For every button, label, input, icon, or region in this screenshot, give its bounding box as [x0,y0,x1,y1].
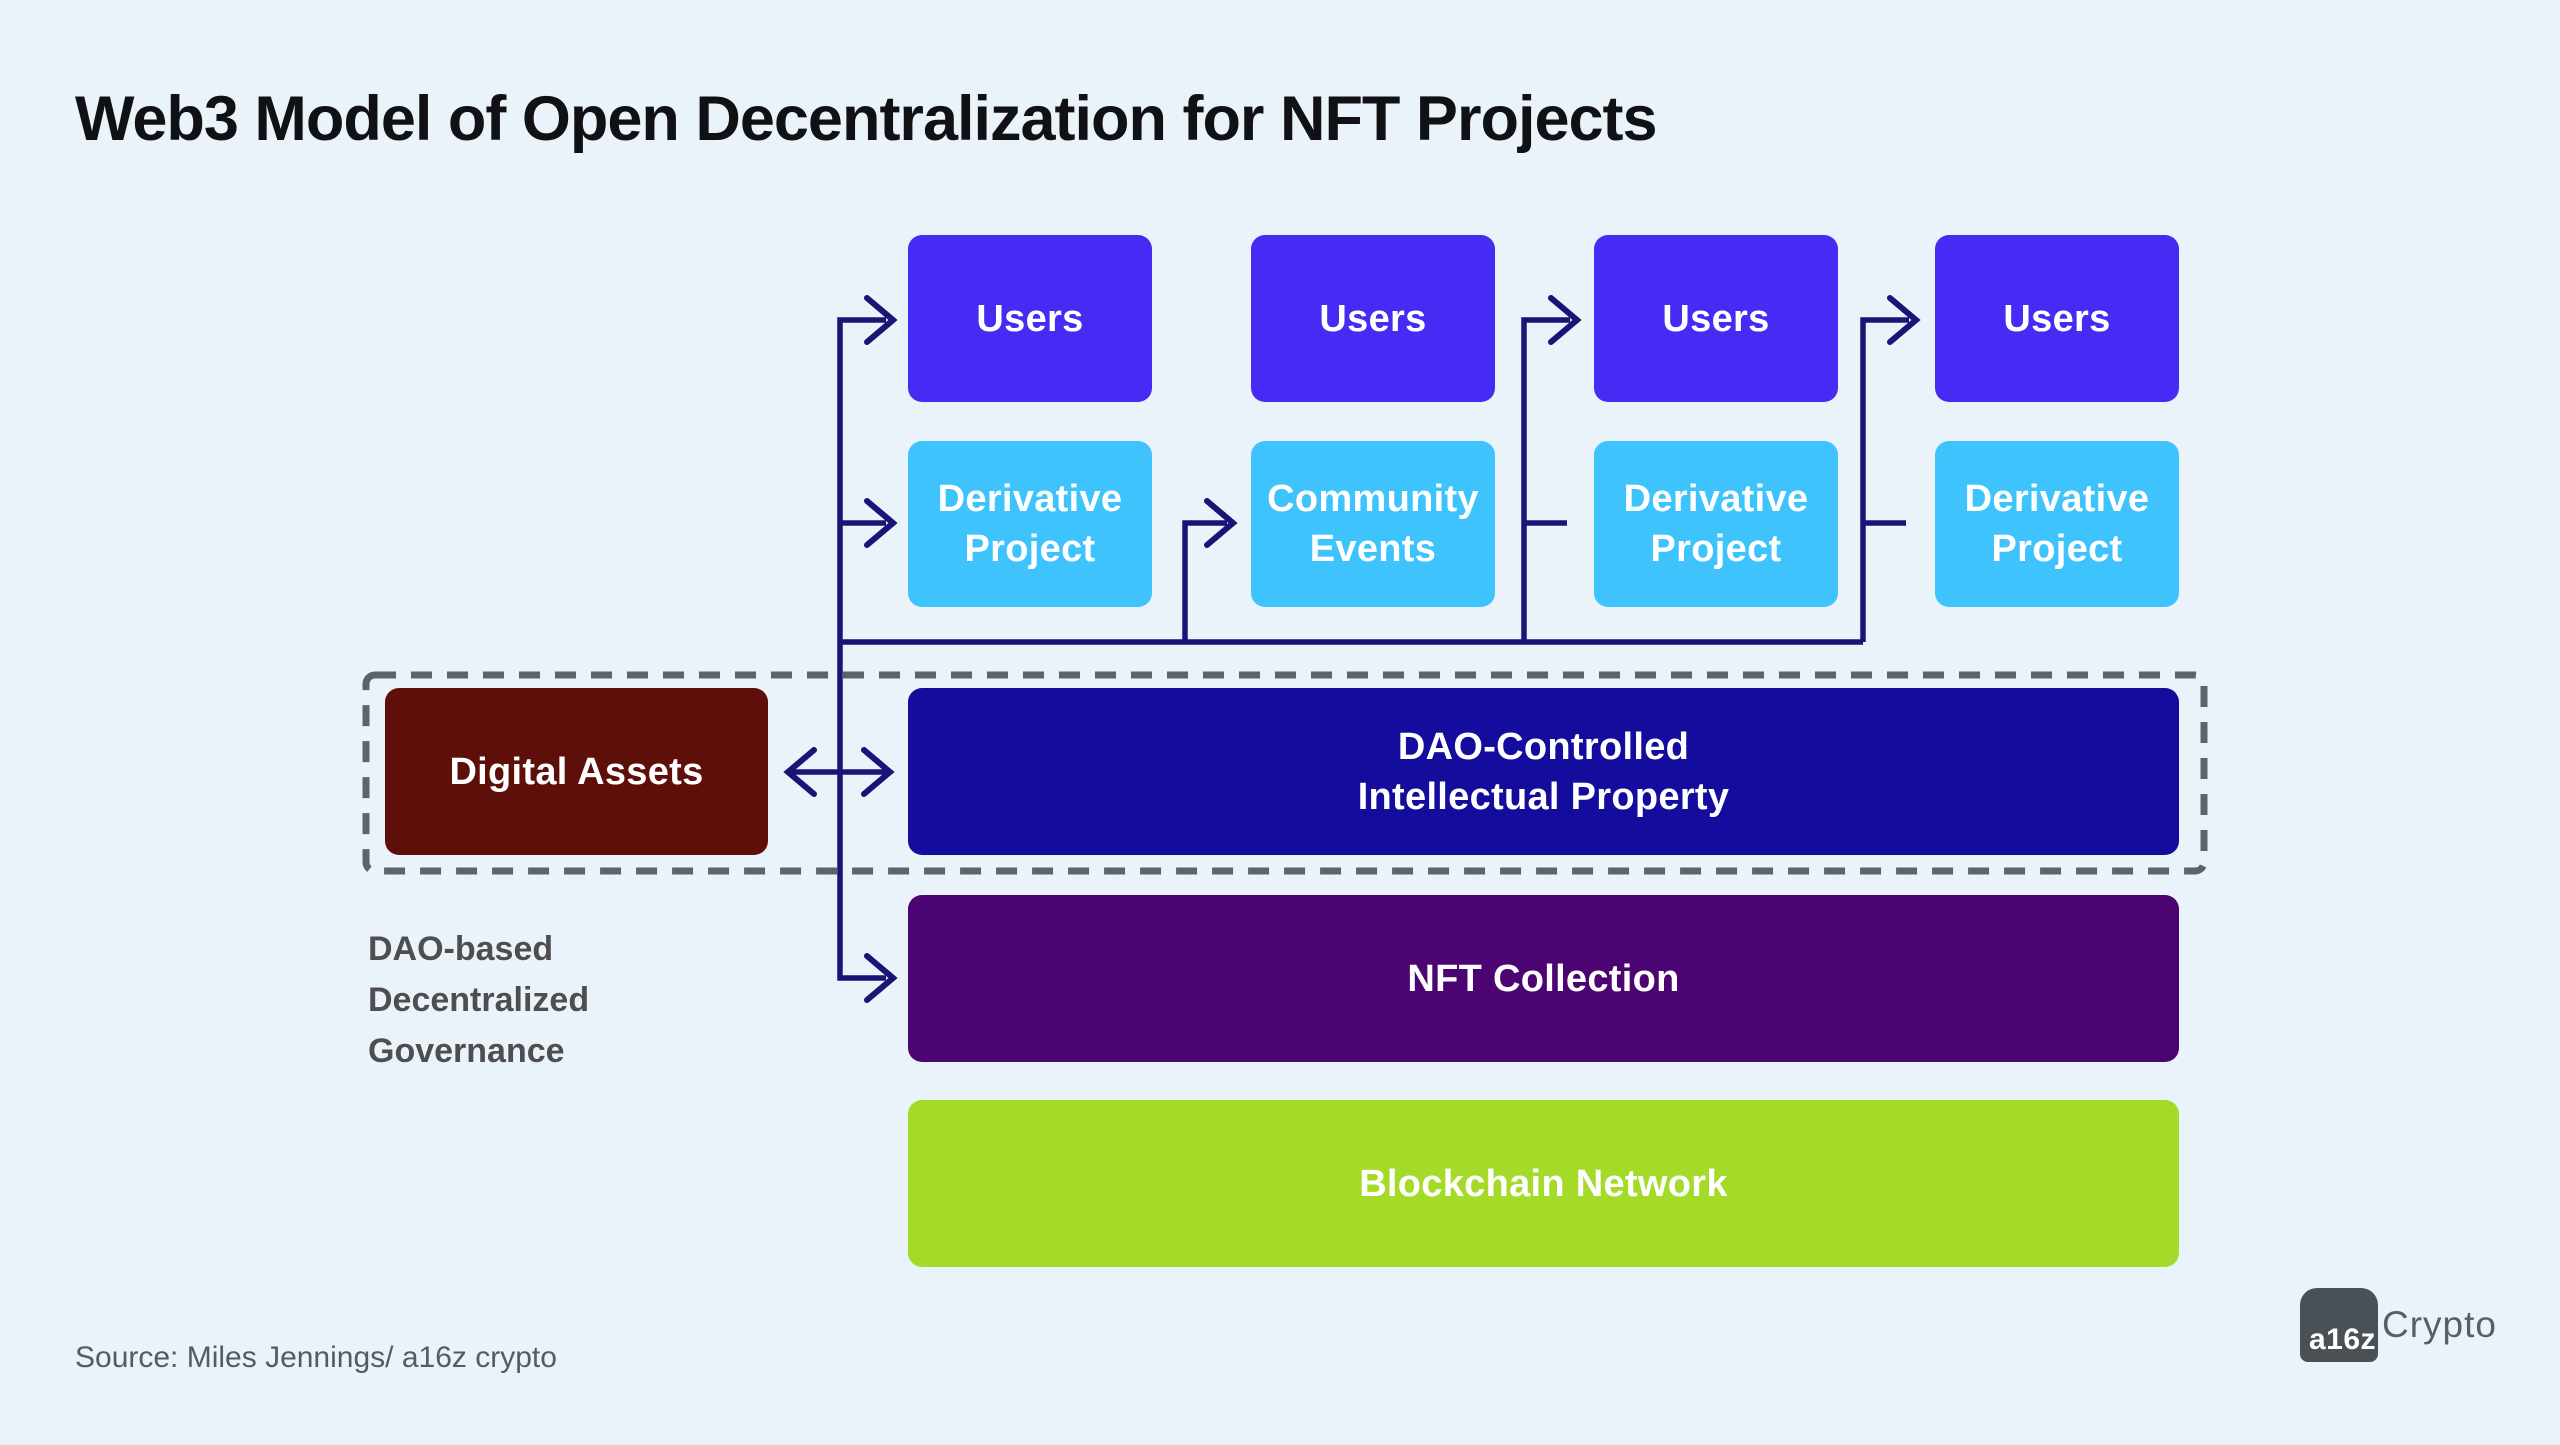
dao-ip-box: DAO-Controlled Intellectual Property [908,688,2179,855]
community-events-box: Community Events [1251,441,1495,607]
blockchain-network-box: Blockchain Network [908,1100,2179,1267]
arrowhead-community-events [1204,498,1238,548]
a16z-logo-text: a16z [2309,1323,2377,1356]
a16z-logo-mark: a16z [2300,1288,2378,1362]
arrowhead-derivative1 [864,498,898,548]
digital-assets-box: Digital Assets [385,688,768,855]
a16z-logo-wordmark: Crypto [2382,1304,2497,1345]
arrowheads [783,295,1921,1003]
connector-lines [790,317,1909,981]
nft-collection-box: NFT Collection [908,895,2179,1062]
arrowhead-dao-ip [861,747,895,797]
arrowhead-digital-assets [783,747,817,797]
users-box-3: Users [1594,235,1838,402]
arrowhead-nft-collection [864,953,898,1003]
trunk-connector [837,317,886,981]
community-events-riser [1182,520,1227,642]
page-title: Web3 Model of Open Decentralization for … [75,84,1658,154]
users-box-4: Users [1935,235,2179,402]
governance-caption: DAO-based Decentralized Governance [368,930,590,1070]
users-box-2: Users [1251,235,1495,402]
arrowhead-users1 [864,295,898,345]
derivative-project-box-3: Derivative Project [1935,441,2179,607]
derivative-project-box-1: Derivative Project [908,441,1152,607]
derivative-project-box-2: Derivative Project [1594,441,1838,607]
users4-riser [1860,317,1909,642]
arrowhead-users3 [1548,295,1582,345]
dashed-governance-border [362,671,2208,875]
users-box-1: Users [908,235,1152,402]
arrowhead-users4 [1887,295,1921,345]
source-text: Source: Miles Jennings/ a16z crypto [75,1341,557,1374]
users3-riser [1521,317,1570,642]
